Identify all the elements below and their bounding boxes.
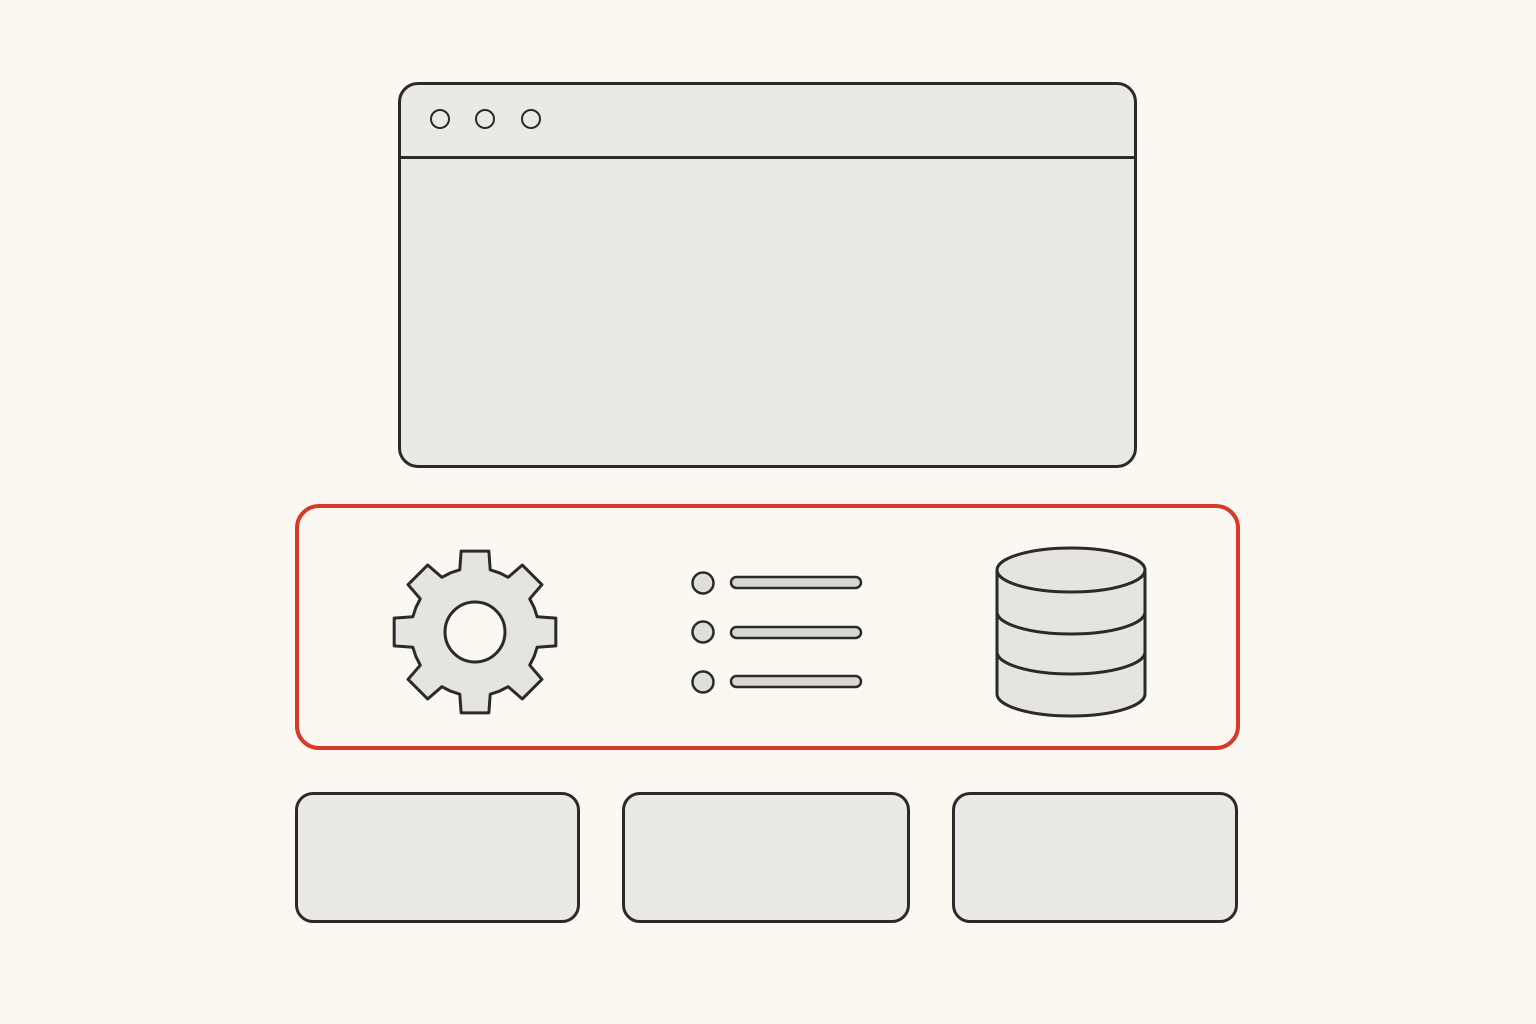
content-card[interactable]	[622, 792, 910, 923]
browser-window	[398, 82, 1137, 468]
content-card[interactable]	[295, 792, 580, 923]
window-content-area	[401, 159, 1134, 465]
window-control-dot[interactable]	[475, 109, 495, 129]
list-item-row	[691, 670, 863, 694]
window-titlebar	[401, 85, 1134, 159]
database-icon	[995, 546, 1147, 718]
list-item-row	[691, 620, 863, 644]
window-control-dot[interactable]	[521, 109, 541, 129]
list-item-row	[691, 571, 863, 595]
content-card[interactable]	[952, 792, 1238, 923]
list-icon	[691, 571, 863, 694]
window-control-dot[interactable]	[430, 109, 450, 129]
gear-icon	[392, 549, 558, 715]
highlighted-feature-panel	[295, 504, 1240, 750]
